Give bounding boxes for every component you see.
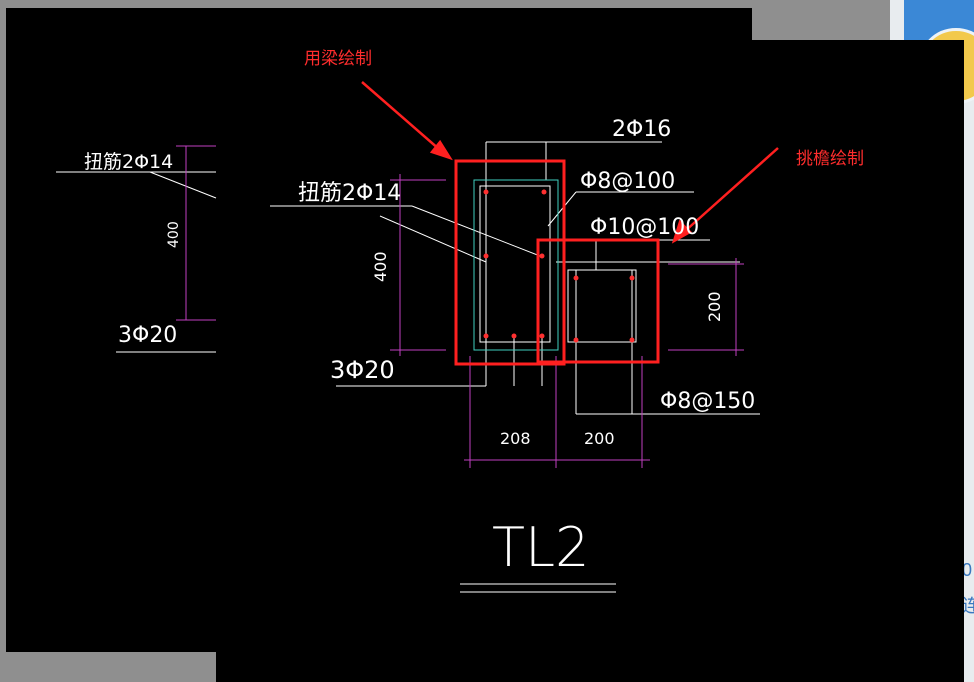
dim-eave-height: 200 xyxy=(705,291,724,322)
dim-beam-width: 208 xyxy=(500,429,531,448)
side-panel-text-a: 0 xyxy=(962,560,973,580)
eave-highlight-box xyxy=(536,238,660,364)
dim-beam-height: 400 xyxy=(371,251,390,282)
beam-annotation-label: 用梁绘制 xyxy=(304,49,372,69)
top-bar-label: 2Φ16 xyxy=(612,117,671,142)
eave-bar-label: Φ8@150 xyxy=(660,389,755,414)
beam-highlight-box xyxy=(454,159,566,366)
side-panel-text-b: 连 xyxy=(962,596,974,616)
eave-stirrup-label: Φ10@100 xyxy=(590,215,699,240)
torsion-bar-label: 扭筋2Φ14 xyxy=(298,181,401,206)
dim-eave-width: 200 xyxy=(584,429,615,448)
back-bottom-bar-label: 3Φ20 xyxy=(118,323,177,348)
back-dim-height: 400 xyxy=(166,221,182,248)
drawing-title: TL2 xyxy=(492,516,589,579)
eave-annotation-label: 挑檐绘制 xyxy=(796,149,864,169)
back-torsion-label: 扭筋2Φ14 xyxy=(84,151,173,173)
bottom-bar-label: 3Φ20 xyxy=(330,356,395,384)
beam-stirrup-label: Φ8@100 xyxy=(580,169,675,194)
